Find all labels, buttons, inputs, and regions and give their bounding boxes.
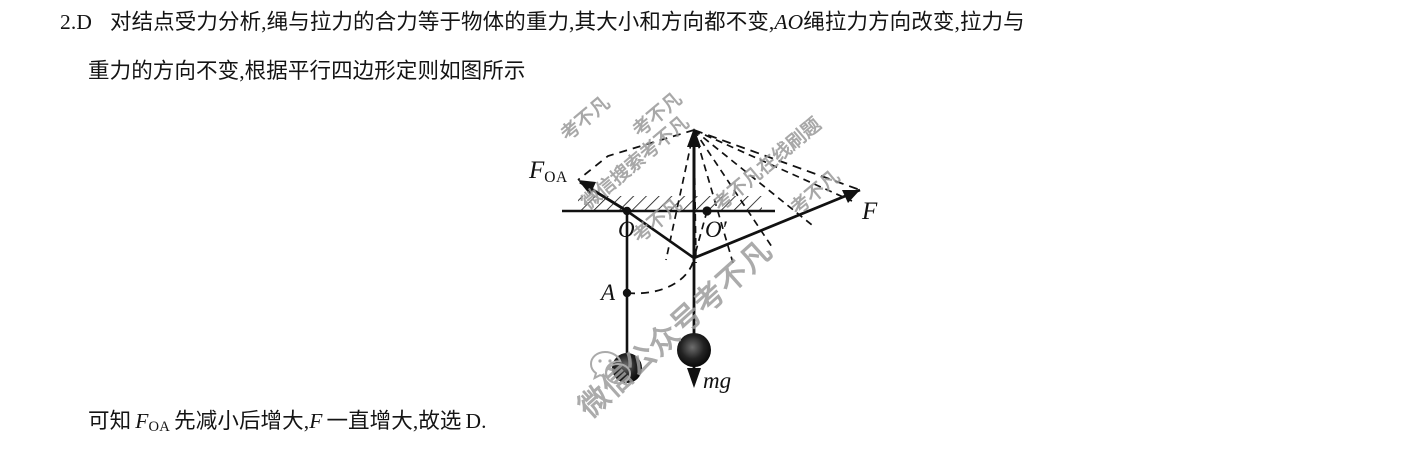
- label-force-f: F: [862, 198, 878, 225]
- f-symbol: F: [309, 409, 323, 433]
- label-point-a: A: [601, 280, 616, 305]
- weight-mg-arrowhead: [687, 368, 701, 388]
- solution-line-1: 2.D 对结点受力分析,绳与拉力的合力等于物体的重力,其大小和方向都不变,AO绳拉…: [60, 8, 1025, 37]
- dashed-fan-line-6: [693, 129, 853, 202]
- solution-line-1-tail: 绳拉力方向改变,拉力与: [803, 10, 1025, 34]
- node-dot-o-prime: [702, 206, 712, 216]
- dashed-swing-arc: [626, 257, 695, 295]
- label-point-o: O: [618, 217, 635, 242]
- solution-line-3-pre: 可知: [88, 409, 132, 433]
- rope-o-to-knot: [626, 209, 695, 260]
- force-f-shaft: [693, 188, 861, 260]
- ceiling-hatching: [578, 196, 762, 211]
- sphere-left: [612, 353, 642, 383]
- answer-letter: D: [76, 10, 92, 34]
- dashed-fan-line-1: [665, 129, 695, 261]
- force-parallelogram-figure: FOA F O O′ A mg: [500, 100, 900, 410]
- label-point-o-prime: O′: [705, 217, 727, 242]
- dashed-fan-line-5: [693, 129, 813, 226]
- node-dot-a: [622, 288, 632, 298]
- solution-line-1-text: 对结点受力分析,绳与拉力的合力等于物体的重力,其大小和方向都不变,: [109, 10, 775, 34]
- label-weight-mg: mg: [703, 368, 732, 393]
- dashed-parallelogram-left: [577, 129, 695, 181]
- solution-line-2: 重力的方向不变,根据平行四边形定则如图所示: [88, 59, 526, 83]
- solution-line-3-mid: 先减小后增大,: [174, 409, 310, 433]
- label-force-foa: FOA: [529, 157, 568, 186]
- resultant-tension-arrowhead: [687, 128, 701, 147]
- dashed-segment-oprime-knot: [693, 210, 708, 259]
- foa-symbol: FOA: [135, 409, 171, 436]
- solution-line-3-mid2: 一直增大,故选: [326, 409, 462, 433]
- force-foa-arrowhead: [578, 180, 596, 195]
- node-dot-o: [622, 206, 632, 216]
- dashed-parallelogram-right: [693, 129, 861, 191]
- figure-svg: [562, 128, 861, 388]
- item-index: 2.: [60, 10, 77, 34]
- final-answer: D.: [465, 409, 487, 433]
- rope-ao-symbol: AO: [774, 10, 804, 34]
- force-f-arrowhead: [842, 190, 860, 203]
- sphere-right: [677, 333, 711, 367]
